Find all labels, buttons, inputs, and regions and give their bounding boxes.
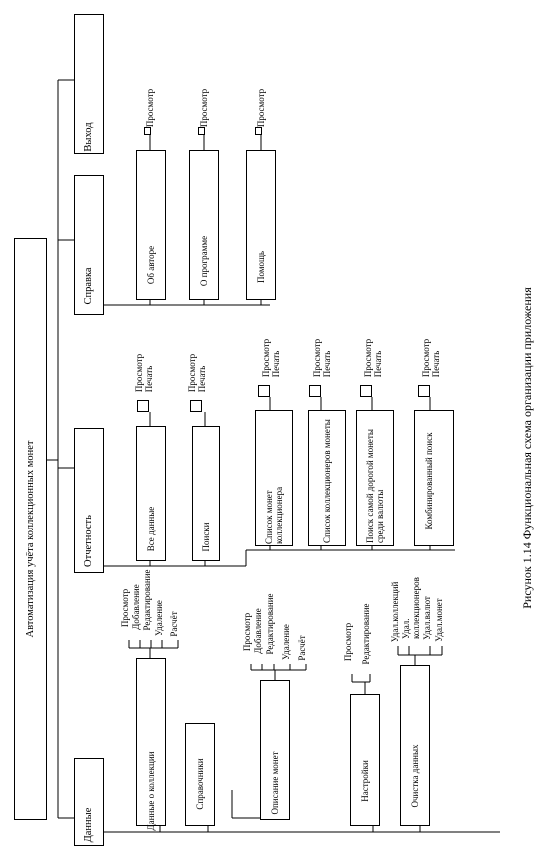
module-exit-label: Выход <box>83 122 94 152</box>
box-help: Помощь <box>246 150 276 300</box>
box-about-author: Об авторе <box>136 150 166 300</box>
box-searches: Поиски <box>192 426 220 561</box>
expensive-search-op-print: Печать <box>373 350 383 378</box>
module-reports-label: Отчетность <box>83 515 94 567</box>
settings-label: Настройки <box>360 760 370 802</box>
about-author-op-view: Просмотр <box>145 88 155 128</box>
module-data-label: Данные <box>83 807 94 843</box>
about-program-ops-bracket <box>198 127 205 135</box>
coin-description-label: Описание монет <box>270 751 280 815</box>
coin-list-op-view: Просмотр <box>261 338 271 378</box>
cleanup-op-collections: Удал.коллекций <box>390 581 400 643</box>
collection-op-add: Добавление <box>131 584 141 630</box>
settings-op-edit: Редактирование <box>361 603 371 665</box>
collection-op-view: Просмотр <box>120 588 130 628</box>
combined-search-op-print: Печать <box>431 350 441 378</box>
collector-list-label: Список коллекционеров монеты <box>322 419 332 543</box>
searches-op-print: Печать <box>197 365 207 393</box>
module-help: Справка <box>74 175 104 315</box>
searches-op-view: Просмотр <box>187 353 197 393</box>
collection-op-calc: Расчёт <box>169 611 179 637</box>
box-all-data: Все данные <box>136 426 166 561</box>
box-collection-data: Данные о коллекции <box>136 658 166 830</box>
all-data-ops-bracket <box>137 400 149 412</box>
box-collector-list: Список коллекционеров монеты <box>308 410 346 546</box>
help-op-view: Просмотр <box>256 88 266 128</box>
module-reports: Отчетность <box>74 428 104 573</box>
collector-list-ops-bracket <box>309 385 321 397</box>
cleanup-label: Очистка данных <box>410 744 420 808</box>
about-author-ops-bracket <box>144 127 151 135</box>
module-exit: Выход <box>74 14 104 154</box>
about-program-label: О программе <box>199 235 209 287</box>
about-program-op-view: Просмотр <box>199 88 209 128</box>
module-help-label: Справка <box>83 267 94 305</box>
all-data-op-print: Печать <box>144 365 154 393</box>
root-box: Автоматизация учёта коллекционных монет <box>14 238 47 820</box>
coin-op-add: Добавление <box>253 608 263 654</box>
coin-list-label: Список монет коллекционера <box>264 486 284 544</box>
box-combined-search: Комбинированный поиск <box>414 410 454 546</box>
coin-op-delete: Удаление <box>281 624 291 660</box>
all-data-label: Все данные <box>146 506 156 552</box>
collector-list-op-print: Печать <box>322 350 332 378</box>
coin-op-edit: Редактирование <box>265 593 275 655</box>
cleanup-op-coins: Удал.монет <box>434 598 444 642</box>
references-label: Справочники <box>195 758 205 810</box>
box-settings: Настройки <box>350 694 380 826</box>
box-coin-list: Список монет коллекционера <box>255 410 293 546</box>
collector-list-op-view: Просмотр <box>312 338 322 378</box>
figure-caption: Рисунок 1.14 Функциональная схема органи… <box>520 287 534 609</box>
combined-search-label: Комбинированный поиск <box>424 432 434 530</box>
combined-search-op-view: Просмотр <box>421 338 431 378</box>
coin-list-op-print: Печать <box>271 350 281 378</box>
module-data: Данные <box>74 758 104 846</box>
collection-data-label: Данные о коллекции <box>146 751 156 831</box>
all-data-op-view: Просмотр <box>134 353 144 393</box>
box-references: Справочники <box>185 723 215 826</box>
box-coin-description: Описание монет <box>260 680 290 820</box>
help-label: Помощь <box>256 250 266 284</box>
box-expensive-search: Поиск самой дорогой монеты среди валюты <box>356 410 394 546</box>
coin-op-view: Просмотр <box>242 612 252 652</box>
expensive-search-ops-bracket <box>360 385 372 397</box>
box-about-program: О программе <box>189 150 219 300</box>
coin-list-ops-bracket <box>258 385 270 397</box>
about-author-label: Об авторе <box>146 245 156 285</box>
cleanup-op-collectors: Удал. коллекционеров <box>401 577 421 639</box>
collection-op-delete: Удаление <box>154 600 164 636</box>
expensive-search-op-view: Просмотр <box>363 338 373 378</box>
settings-op-view: Просмотр <box>343 622 353 662</box>
combined-search-ops-bracket <box>418 385 430 397</box>
searches-label: Поиски <box>201 522 211 552</box>
expensive-search-label: Поиск самой дорогой монеты среди валюты <box>365 429 385 543</box>
box-cleanup: Очистка данных <box>400 665 430 826</box>
coin-op-calc: Расчёт <box>297 635 307 661</box>
help-ops-bracket <box>255 127 262 135</box>
searches-ops-bracket <box>190 400 202 412</box>
collection-op-edit: Редактирование <box>142 569 152 631</box>
cleanup-op-currencies: Удал.валют <box>422 596 432 640</box>
root-label: Автоматизация учёта коллекционных монет <box>25 440 36 638</box>
